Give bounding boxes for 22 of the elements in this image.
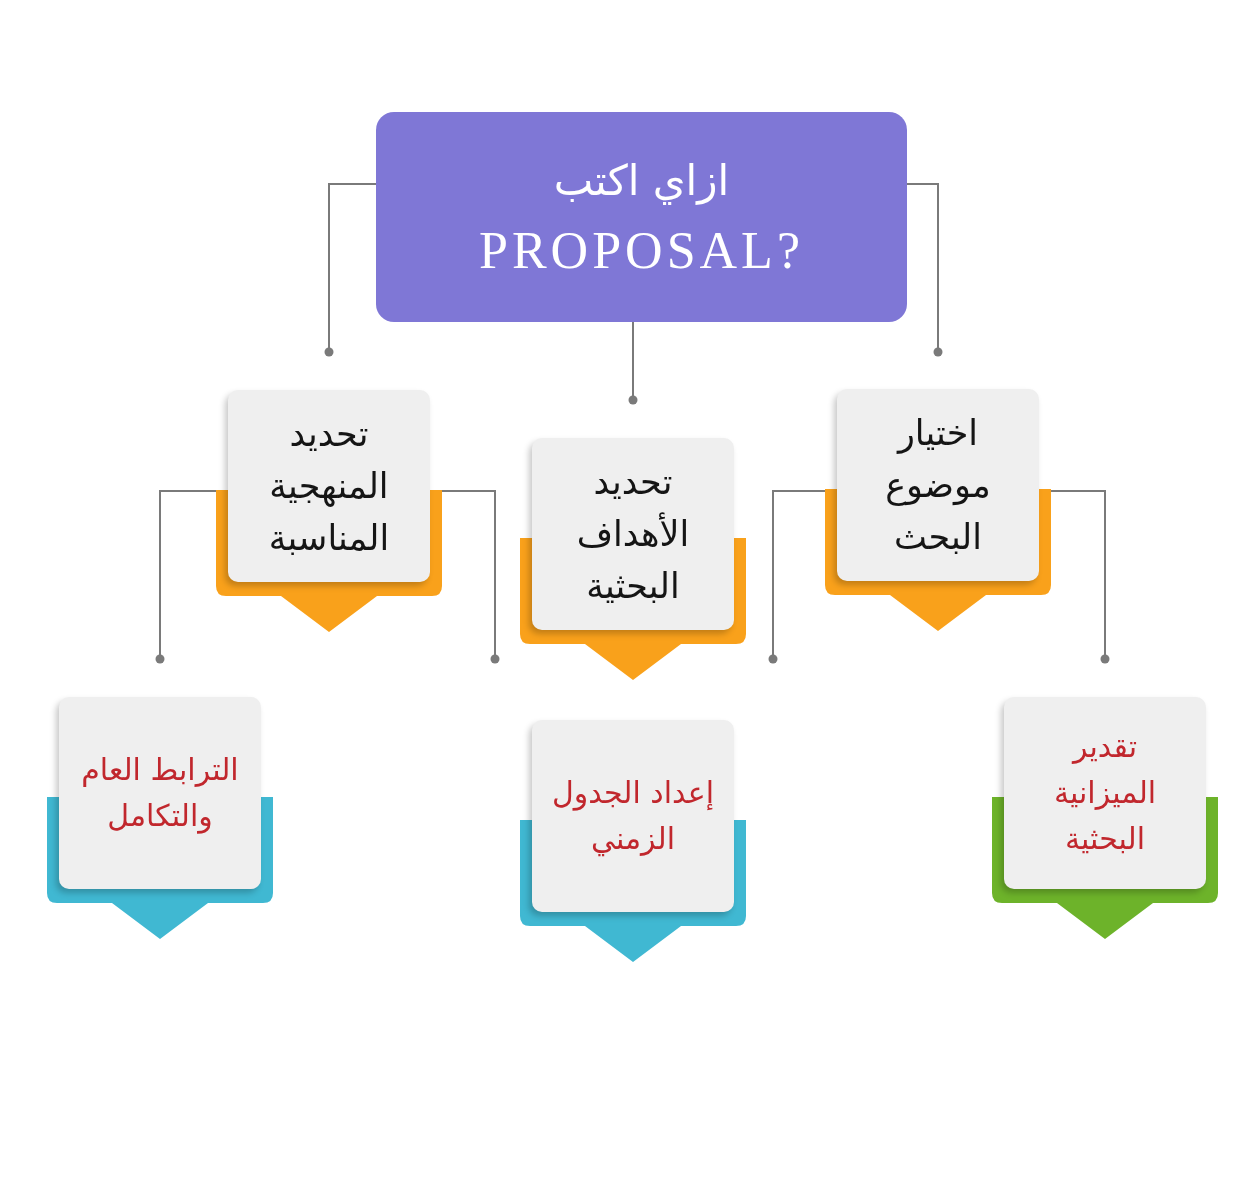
title-box	[376, 112, 907, 322]
callout-card	[47, 697, 273, 939]
connector-line	[324, 183, 377, 357]
card-label: الترابط العام والتكامل	[80, 751, 240, 836]
callout-card	[825, 389, 1051, 631]
card-label: إعداد الجدول الزمني	[550, 774, 716, 859]
connector-line	[441, 490, 500, 664]
connector-line	[768, 490, 826, 664]
callout-card	[216, 390, 442, 632]
connector-line	[155, 490, 217, 664]
callout-card	[520, 438, 746, 680]
callout-card	[520, 720, 746, 962]
card-label: تحديد المنهجية المناسبة	[268, 413, 390, 560]
card-label: تقدير الميزانية البحثية	[1053, 728, 1157, 858]
connector-line	[906, 183, 943, 357]
connector-line	[628, 321, 638, 405]
heading-text: ازاي اكتب	[553, 155, 730, 207]
card-label: تحديد الأهداف البحثية	[576, 461, 690, 608]
heading-text: PROPOSAL?	[479, 221, 804, 281]
callout-card	[992, 697, 1218, 939]
card-label: اختيار موضوع البحث	[885, 412, 991, 559]
connector-line	[1050, 490, 1110, 664]
